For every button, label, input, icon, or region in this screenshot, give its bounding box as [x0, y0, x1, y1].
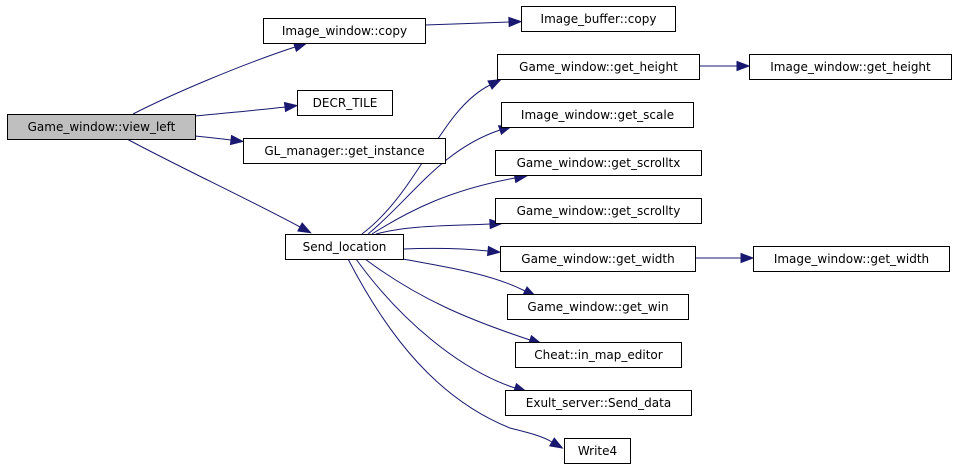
node-label: Game_window::get_win [527, 300, 668, 314]
node-label: Image_buffer::copy [541, 12, 657, 26]
node-label: GL_manager::get_instance [264, 144, 424, 158]
edge-line [375, 223, 491, 235]
node-box [507, 294, 689, 320]
node-label: Send_location [303, 240, 387, 254]
edge-line [402, 247, 489, 252]
edges-layer [126, 16, 755, 449]
node-gw-get-height[interactable]: Game_window::get_height [497, 54, 700, 80]
arrowhead-icon [283, 101, 299, 113]
arrowhead-icon [736, 60, 751, 72]
arrowhead-icon [487, 78, 503, 90]
node-box [7, 114, 196, 140]
node-label: Game_window::get_scrolltx [517, 156, 681, 170]
node-box [500, 246, 696, 272]
node-label: Image_window::get_scale [521, 108, 674, 122]
arrowhead-icon [548, 437, 564, 449]
node-label: Game_window::view_left [28, 120, 176, 134]
arrowhead-icon [486, 245, 502, 257]
node-box [285, 234, 404, 260]
node-box [297, 90, 393, 116]
node-box [753, 246, 950, 272]
arrowhead-icon [229, 134, 245, 146]
edge-view_left-to-send_location [126, 138, 312, 234]
node-label: Game_window::get_width [521, 252, 674, 266]
edge-line [367, 129, 501, 235]
edge-view_left-to-decr_tile [194, 101, 299, 117]
node-box [243, 138, 446, 164]
edge-line [424, 21, 510, 26]
node-gl-instance[interactable]: GL_manager::get_instance [243, 138, 446, 164]
node-exult-send-data[interactable]: Exult_server::Send_data [505, 390, 692, 416]
edge-send_location-to-gw_get_scrollty [375, 218, 504, 235]
node-gw-get-scrolltx[interactable]: Game_window::get_scrolltx [495, 150, 702, 176]
edge-view_left-to-iw_copy [132, 42, 308, 115]
edge-gw_get_height-to-iw_get_height [699, 60, 751, 72]
arrowhead-icon [508, 16, 523, 28]
nodes-layer: Game_window::view_left Image_window::copy… [7, 6, 952, 464]
node-view-left[interactable]: Game_window::view_left [7, 114, 196, 140]
arrowhead-icon [297, 222, 312, 234]
node-box [263, 18, 426, 44]
edge-line [347, 258, 553, 443]
node-box [505, 390, 692, 416]
edge-line [126, 138, 301, 228]
node-box [515, 342, 682, 368]
node-box [521, 6, 676, 32]
edge-line [355, 258, 516, 389]
node-gw-get-win[interactable]: Game_window::get_win [507, 294, 689, 320]
edge-send_location-to-exult_send_data [355, 258, 528, 393]
edge-line [364, 258, 531, 341]
node-iw-copy[interactable]: Image_window::copy [263, 18, 426, 44]
edge-gw_get_width-to-iw_get_width [695, 252, 755, 264]
node-iw-get-height[interactable]: Image_window::get_height [749, 54, 952, 80]
edge-view_left-to-gl_instance [194, 134, 245, 146]
edge-line [194, 135, 232, 141]
node-send-location[interactable]: Send_location [285, 234, 404, 260]
edge-line [371, 177, 516, 235]
node-box [497, 54, 700, 80]
node-box [495, 198, 702, 224]
node-label: Image_window::get_width [774, 252, 929, 266]
edge-iw_copy-to-ib_copy [424, 16, 523, 28]
node-gw-get-width[interactable]: Game_window::get_width [500, 246, 696, 272]
node-label: Write4 [578, 444, 617, 458]
node-iw-get-width[interactable]: Image_window::get_width [753, 246, 950, 272]
node-label: Exult_server::Send_data [526, 396, 671, 410]
edge-send_location-to-gw_get_width [402, 245, 502, 257]
edge-line [194, 106, 286, 117]
node-label: Game_window::get_scrollty [517, 204, 681, 218]
node-iw-get-scale[interactable]: Image_window::get_scale [501, 102, 694, 128]
arrowhead-icon [292, 42, 308, 53]
node-box [749, 54, 952, 80]
node-box [501, 102, 694, 128]
node-ib-copy[interactable]: Image_buffer::copy [521, 6, 676, 32]
arrowhead-icon [740, 252, 755, 264]
node-cheat-map-editor[interactable]: Cheat::in_map_editor [515, 342, 682, 368]
node-box [564, 438, 631, 464]
node-gw-get-scrollty[interactable]: Game_window::get_scrollty [495, 198, 702, 224]
node-label: Game_window::get_height [519, 60, 678, 74]
node-box [495, 150, 702, 176]
edge-send_location-to-write4 [347, 258, 564, 449]
node-label: Cheat::in_map_editor [534, 348, 662, 362]
node-decr-tile[interactable]: DECR_TILE [297, 90, 393, 116]
node-label: Image_window::copy [282, 24, 407, 38]
node-label: DECR_TILE [313, 96, 378, 110]
node-label: Image_window::get_height [770, 60, 931, 74]
edge-line [132, 46, 296, 115]
edge-line [402, 258, 526, 292]
node-write4[interactable]: Write4 [564, 438, 631, 464]
